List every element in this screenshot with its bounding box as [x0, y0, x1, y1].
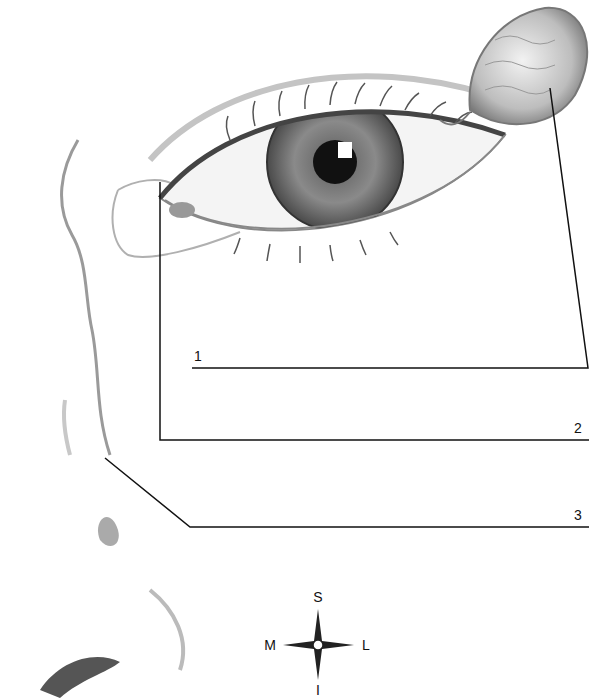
nose-shade — [64, 400, 70, 455]
compass-direction: L — [360, 637, 372, 653]
compass-direction: S — [311, 589, 324, 605]
callout-number: 3 — [572, 507, 584, 523]
eyelashes — [226, 82, 472, 263]
lacrimal-gland — [470, 8, 588, 124]
compass-direction: I — [314, 682, 322, 698]
nose-tip — [98, 517, 119, 546]
lower-lid — [165, 135, 505, 229]
nose-outline — [62, 140, 110, 455]
pupil — [313, 140, 357, 184]
leader-line — [105, 88, 589, 527]
compass-rose — [283, 609, 354, 680]
gland-duct — [440, 112, 470, 124]
caruncle — [169, 202, 195, 218]
callout-number: 1 — [192, 348, 204, 364]
upper-lid — [160, 112, 505, 198]
nose-wing — [150, 590, 183, 670]
callout-number: 2 — [572, 420, 584, 436]
nostril — [40, 657, 120, 698]
compass-direction: M — [262, 637, 278, 653]
gland-texture — [485, 36, 555, 94]
highlight — [338, 142, 352, 158]
